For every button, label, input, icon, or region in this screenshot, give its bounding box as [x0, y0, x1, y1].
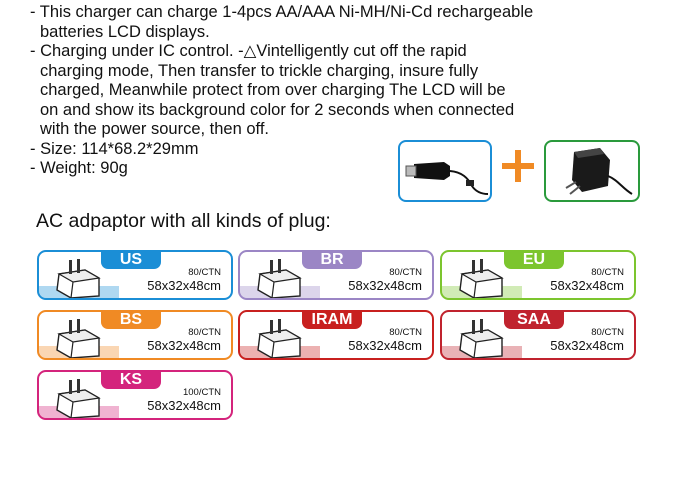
- plug-carton-size: 58x32x48cm: [147, 398, 221, 413]
- spec-line: on and show its background color for 2 s…: [40, 100, 515, 119]
- spec-weight: - Weight: 90g: [30, 159, 128, 177]
- plug-adapter-icon: [459, 259, 504, 298]
- plug-adapter-icon: [257, 259, 302, 298]
- adapter-heading: AC adpaptor with all kinds of plug:: [36, 210, 331, 232]
- plus-icon: [502, 150, 534, 182]
- plug-quantity: 80/CTN: [389, 327, 422, 338]
- plug-carton-size: 58x32x48cm: [550, 338, 624, 353]
- plug-quantity: 80/CTN: [188, 327, 221, 338]
- plug-adapter-icon: [56, 259, 101, 298]
- plug-code: BR: [302, 251, 362, 269]
- plug-quantity: 100/CTN: [182, 387, 221, 398]
- plug-adapter-icon: [257, 319, 302, 358]
- spec-line: - Charging under IC control. -△Vintellig…: [30, 42, 467, 60]
- spec-line: with the power source, then off.: [40, 120, 269, 138]
- plug-carton-size: 58x32x48cm: [147, 278, 221, 293]
- spec-size: - Size: 114*68.2*29mm: [30, 139, 199, 158]
- plug-quantity: 80/CTN: [591, 327, 624, 338]
- plug-carton-size: 58x32x48cm: [348, 278, 422, 293]
- plug-quantity: 80/CTN: [591, 267, 624, 278]
- plug-code: EU: [504, 251, 564, 269]
- plug-code: IRAM: [302, 311, 362, 329]
- plug-carton-size: 58x32x48cm: [348, 338, 422, 353]
- plug-code: KS: [101, 371, 161, 389]
- plug-carton-size: 58x32x48cm: [147, 338, 221, 353]
- wall-adapter-icon: [565, 148, 633, 195]
- car-charger-box: [398, 140, 492, 202]
- plug-code: SAA: [504, 311, 564, 329]
- plug-adapter-icon: [56, 379, 101, 418]
- plug-code: US: [101, 251, 161, 269]
- spec-line: charged, Meanwhile protect from over cha…: [40, 81, 506, 99]
- specification-text: - This charger can charge 1-4pcs AA/AAA …: [30, 3, 642, 179]
- plug-adapter-icon: [56, 319, 101, 358]
- plug-code: BS: [101, 311, 161, 329]
- spec-line: - This charger can charge 1-4pcs AA/AAA …: [30, 3, 534, 21]
- plug-quantity: 80/CTN: [389, 267, 422, 278]
- spec-line: batteries LCD displays.: [40, 22, 210, 41]
- plug-adapter-icon: [459, 319, 504, 358]
- spec-line: charging mode, Then transfer to trickle …: [40, 61, 479, 80]
- car-charger-icon: [405, 162, 489, 195]
- plug-carton-size: 58x32x48cm: [550, 278, 624, 293]
- wall-adapter-box: [544, 140, 640, 202]
- plug-quantity: 80/CTN: [188, 267, 221, 278]
- accessory-images: [398, 140, 640, 202]
